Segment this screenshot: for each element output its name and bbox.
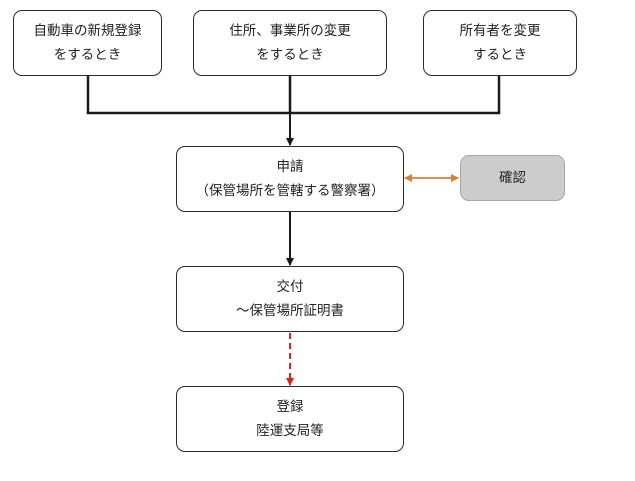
box-issuance: 交付 ～保管場所証明書 xyxy=(176,266,404,332)
box-new-registration-line1: 自動車の新規登録 xyxy=(33,23,142,39)
box-address-change: 住所、事業所の変更 をするとき xyxy=(193,10,387,76)
box-owner-change: 所有者を変更 するとき xyxy=(423,10,577,76)
box-new-registration: 自動車の新規登録 をするとき xyxy=(13,10,162,76)
box-owner-change-line2: するとき xyxy=(473,47,527,63)
box-confirmation-label: 確認 xyxy=(499,170,526,186)
box-issuance-line2: ～保管場所証明書 xyxy=(236,303,344,319)
box-confirmation: 確認 xyxy=(460,155,565,201)
box-application-line1: 申請 xyxy=(276,159,304,175)
box-application-line2: （保管場所を管轄する警察署） xyxy=(195,183,385,199)
box-issuance-line1: 交付 xyxy=(276,279,304,295)
box-address-change-line2: をするとき xyxy=(256,47,324,63)
box-owner-change-line1: 所有者を変更 xyxy=(459,23,541,39)
box-registration: 登録 陸運支局等 xyxy=(176,386,404,452)
box-new-registration-line2: をするとき xyxy=(53,47,122,63)
box-address-change-line1: 住所、事業所の変更 xyxy=(229,23,351,39)
box-registration-line2: 陸運支局等 xyxy=(256,423,324,439)
box-registration-line1: 登録 xyxy=(276,399,304,415)
box-application: 申請 （保管場所を管轄する警察署） xyxy=(176,146,404,212)
